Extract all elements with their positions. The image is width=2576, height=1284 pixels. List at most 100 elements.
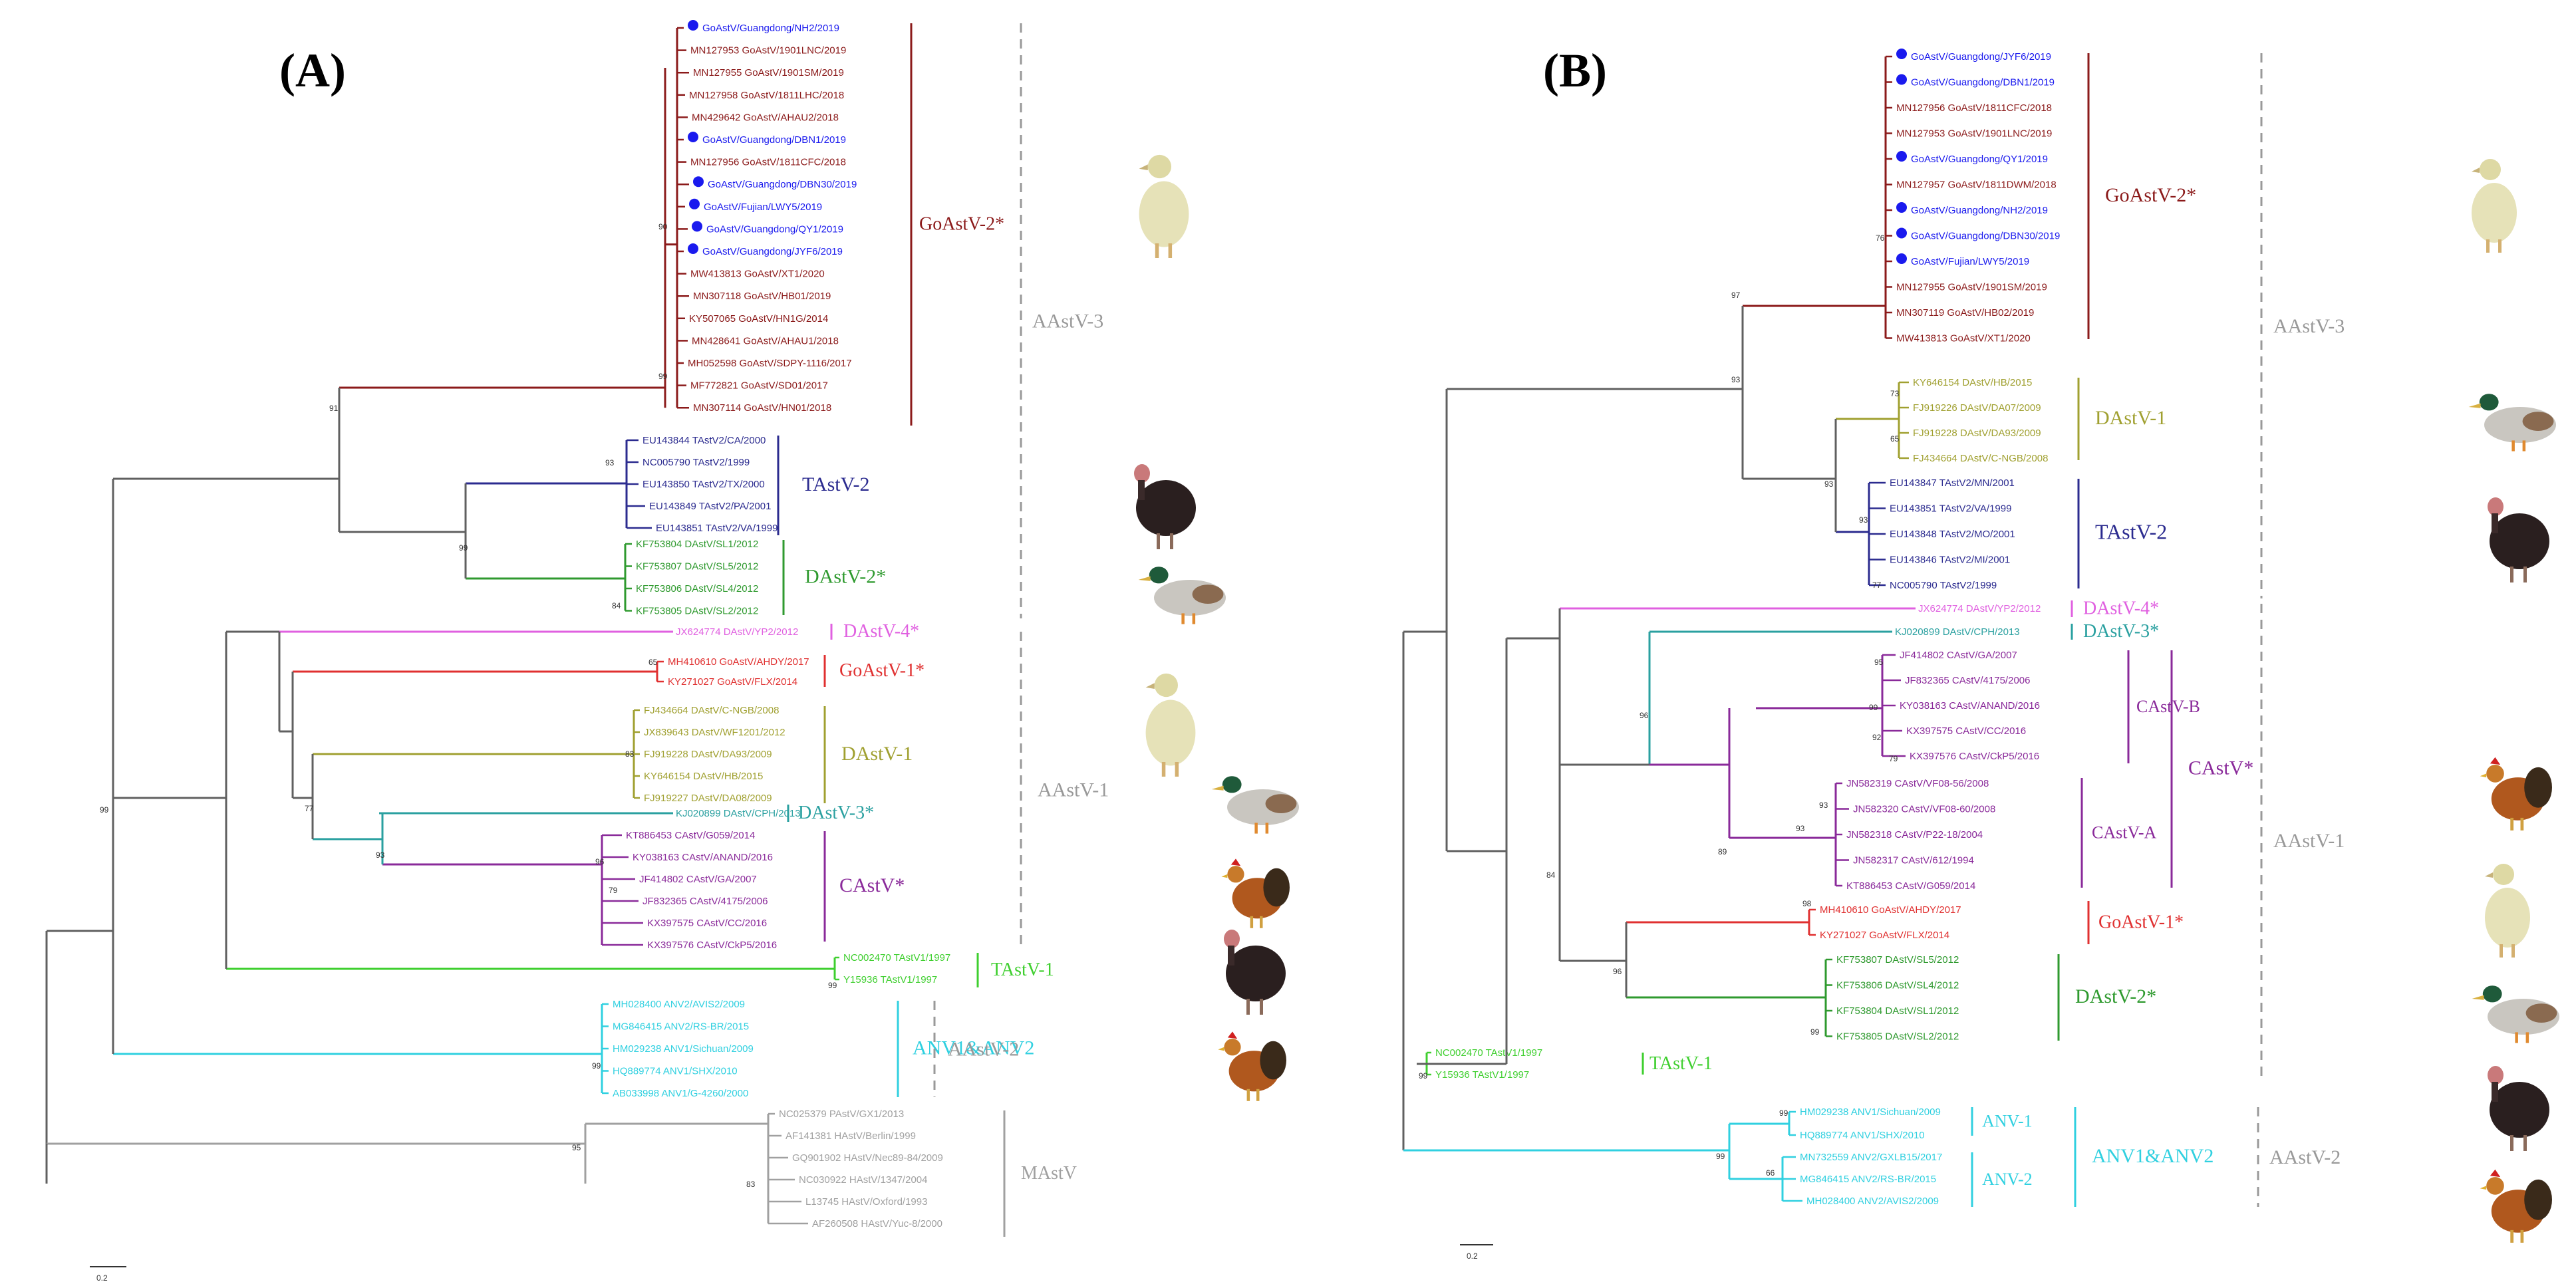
taxon-label: MH410610 GoAstV/AHDY/2017 [668, 656, 809, 668]
panel-label-b: (B) [1543, 44, 1607, 97]
gosling-leg [2498, 239, 2502, 253]
turkey-neck [1138, 480, 1145, 500]
gosling-beak [1145, 683, 1155, 689]
turkey-icon [2488, 497, 2549, 582]
bootstrap-value: 89 [1718, 847, 1727, 856]
taxon-label: MN307119 GoAstV/HB02/2019 [1896, 307, 2034, 319]
turkey-leg [2510, 567, 2513, 582]
taxon-label: GoAstV/Fujian/LWY5/2019 [704, 201, 822, 213]
taxon-label: MN127957 GoAstV/1811DWM/2018 [1896, 180, 2057, 191]
gosling-leg [2486, 239, 2490, 253]
duck-leg [2511, 440, 2515, 451]
chicken-icon [1218, 1031, 1286, 1101]
taxon-label: MN307118 GoAstV/HB01/2019 [693, 291, 831, 302]
taxon-label: MH410610 GoAstV/AHDY/2017 [1820, 904, 1961, 916]
taxon-label: MN127953 GoAstV/1901LNC/2019 [1896, 128, 2052, 140]
chicken-comb [1227, 1031, 1238, 1039]
taxon-label: FJ919228 DAstV/DA93/2009 [644, 749, 772, 760]
gosling-leg [1168, 243, 1173, 258]
taxon-label: MN127953 GoAstV/1901LNC/2019 [690, 45, 846, 57]
turkey-leg [1157, 533, 1160, 549]
taxon-label: KY646154 DAstV/HB/2015 [644, 771, 763, 782]
taxon-label: EU143851 TAstV2/VA/1999 [656, 523, 778, 534]
clade-label-tastv2: TAstV-2 [2095, 520, 2167, 544]
bootstrap-value: 65 [648, 658, 658, 667]
bootstrap-value: 97 [1731, 291, 1741, 300]
turkey-neck [2492, 1082, 2498, 1102]
taxon-label: GoAstV/Guangdong/NH2/2019 [1911, 205, 2048, 216]
taxon-label: KY038163 CAstV/ANAND/2016 [633, 852, 773, 863]
sample-marker-dot [693, 176, 704, 188]
duck-head [1222, 776, 1242, 793]
taxon-label: MH052598 GoAstV/SDPY-1116/2017 [688, 358, 852, 369]
bootstrap-value: 96 [1640, 711, 1649, 720]
chicken-beak [2480, 773, 2487, 778]
taxon-label: GoAstV/Guangdong/QY1/2019 [706, 223, 843, 235]
duck-leg [2525, 1032, 2529, 1043]
bootstrap-value: 93 [1796, 824, 1805, 833]
bootstrap-value: 96 [1613, 967, 1622, 976]
clade-label-anv: ANV1&ANV2 [2092, 1145, 2214, 1167]
turkey-leg [2523, 567, 2527, 582]
taxon-label: MN127956 GoAstV/1811CFC/2018 [690, 157, 846, 168]
taxon-label: JF414802 CAstV/GA/2007 [639, 874, 757, 885]
taxon-label: AF260508 HAstV/Yuc-8/2000 [812, 1218, 942, 1229]
taxon-label: MG846415 ANV2/RS-BR/2015 [1800, 1174, 1936, 1185]
chicken-head [1227, 866, 1244, 883]
taxon-label: JN582317 CAstV/612/1994 [1853, 855, 1974, 866]
turkey-neck [1228, 946, 1234, 965]
taxon-label: KF753805 DAstV/SL2/2012 [1836, 1031, 1959, 1043]
taxon-label: GoAstV/Guangdong/DBN1/2019 [702, 134, 846, 146]
bootstrap-value: 99 [1419, 1071, 1428, 1081]
clade-label-goastv2: GoAstV-2* [2105, 184, 2196, 206]
taxon-label: KX397575 CAstV/CC/2016 [1906, 725, 2026, 737]
bootstrap-value: 91 [329, 404, 339, 413]
clade-label-dastv1: DAstV-1 [2095, 407, 2166, 429]
taxon-label: KF753804 DAstV/SL1/2012 [636, 539, 758, 550]
chicken-beak [2480, 1186, 2487, 1190]
taxon-label: NC025379 PAstV/GX1/2013 [779, 1108, 904, 1120]
bootstrap-value: 65 [1890, 434, 1900, 444]
duck-head [2479, 394, 2499, 411]
taxon-label: MN127958 GoAstV/1811LHC/2018 [689, 90, 844, 101]
taxon-label: HQ889774 ANV1/SHX/2010 [613, 1066, 738, 1077]
clade-label-castv-b: CAstV-B [2136, 697, 2200, 716]
taxon-label: KF753807 DAstV/SL5/2012 [1836, 954, 1959, 965]
clade-label-anv: ANV1&ANV2 [913, 1037, 1034, 1059]
gosling-body [1139, 181, 1189, 247]
taxon-label: EU143846 TAstV2/MI/2001 [1890, 555, 2010, 566]
group-label: AAstV-3 [2273, 315, 2345, 337]
taxon-label: JX624774 DAstV/YP2/2012 [676, 626, 798, 638]
sample-marker-dot [1896, 253, 1907, 264]
turkey-head [1224, 930, 1240, 948]
bootstrap-value: 99 [459, 543, 468, 553]
clade-label-dastv2: DAstV-2* [2075, 985, 2156, 1007]
taxon-label: KF753806 DAstV/SL4/2012 [1836, 980, 1959, 991]
bootstrap-value: 95 [572, 1143, 581, 1152]
gosling-head [2493, 864, 2514, 885]
chicken-comb [2490, 1169, 2501, 1178]
chicken-comb [2490, 757, 2501, 765]
taxon-label: GoAstV/Guangdong/JYF6/2019 [702, 246, 843, 257]
bootstrap-value: 93 [376, 850, 385, 860]
bootstrap-value: 83 [625, 749, 635, 759]
gosling-body [2485, 888, 2530, 948]
sample-marker-dot [688, 243, 698, 254]
chicken-head [1224, 1039, 1241, 1056]
chicken-beak [1221, 874, 1228, 878]
taxon-label: KX397575 CAstV/CC/2016 [647, 918, 767, 929]
bootstrap-value: 93 [605, 458, 615, 467]
gosling-leg [1155, 243, 1159, 258]
sample-marker-dot [688, 132, 698, 142]
taxon-label: GoAstV/Guangdong/DBN1/2019 [1911, 77, 2055, 88]
duck-leg [1254, 823, 1258, 834]
taxon-label: MN127956 GoAstV/1811CFC/2018 [1896, 102, 2052, 114]
bootstrap-value: 76 [1876, 233, 1885, 243]
taxon-label: MW413813 GoAstV/XT1/2020 [1896, 333, 2031, 344]
taxon-label: KX397576 CAstV/CkP5/2016 [647, 940, 777, 951]
gosling-body [1145, 700, 1196, 766]
gosling-leg [2511, 944, 2515, 958]
duck-wing [1192, 584, 1224, 604]
duck-leg [1181, 613, 1185, 624]
